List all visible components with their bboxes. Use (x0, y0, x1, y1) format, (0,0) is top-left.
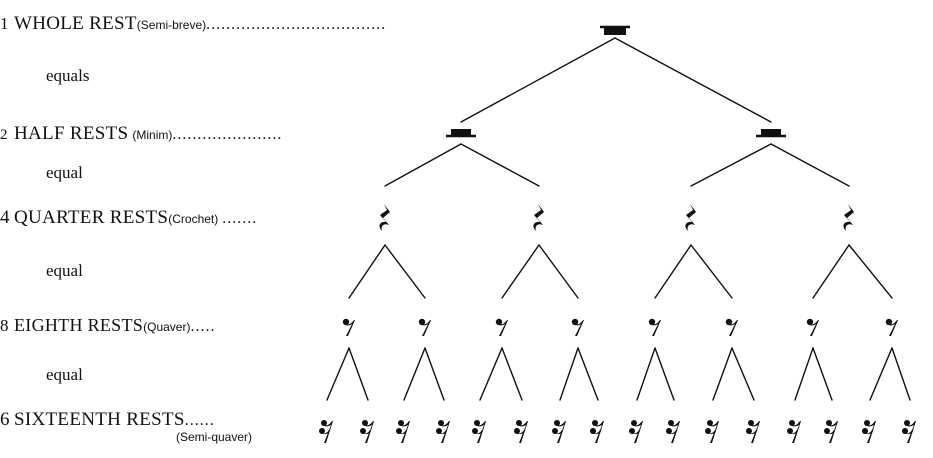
sixteenth-rest-symbol (472, 420, 486, 443)
row-count: 8 (0, 316, 9, 335)
eighth-rest-symbol (495, 318, 508, 336)
sixteenth-rest-symbol (514, 420, 528, 443)
division-line (690, 244, 733, 299)
whole-rest-symbol (598, 25, 632, 37)
quarter-rest-symbol (533, 204, 544, 231)
sixteenth-rest-symbol (902, 420, 916, 443)
row-leader-dots: ...................... (172, 126, 283, 143)
connector-equal: equal (46, 163, 83, 182)
row-eighth-rests: 8 EIGHTH RESTS(Quaver)..... (0, 316, 215, 335)
row-count: 1 (0, 14, 9, 33)
sixteenth-rest-symbol (824, 420, 838, 443)
sixteenth-rest-symbol (862, 420, 876, 443)
division-line (770, 143, 850, 187)
eighth-rest-symbol (418, 318, 431, 336)
division-line (501, 347, 523, 401)
division-line (326, 347, 350, 401)
row-whole-rest: 1 WHOLE REST(Semi-breve)................… (0, 14, 386, 33)
division-line (538, 244, 579, 299)
sixteenth-rest-symbol (319, 420, 333, 443)
division-line (812, 347, 833, 401)
division-line (460, 37, 616, 123)
division-line (348, 244, 386, 299)
eighth-rest-symbol (885, 318, 898, 336)
sixteenth-rest-symbol (787, 420, 801, 443)
row-count: 6 (0, 409, 10, 430)
sixteenth-rest-symbol (666, 420, 680, 443)
row-quarter-rests: 4 QUARTER RESTS(Crochet) ....... (0, 208, 257, 227)
division-line (654, 244, 692, 299)
division-line (731, 347, 755, 401)
row-name: EIGHTH RESTS (14, 315, 144, 335)
row-leader-dots: ....... (222, 210, 258, 227)
division-line (891, 347, 911, 401)
division-line (384, 244, 426, 299)
row-subtitle: (Semi-quaver) (176, 430, 253, 444)
division-line (577, 347, 599, 401)
division-line (636, 347, 656, 401)
division-line (403, 347, 426, 401)
division-line (559, 347, 579, 401)
row-name: HALF RESTS (14, 123, 129, 144)
division-line (424, 347, 445, 401)
row-subtitle: (Semi-breve) (136, 18, 207, 32)
row-leader-dots: .................................... (206, 16, 387, 33)
row-name: SIXTEENTH RESTS (14, 409, 185, 430)
sixteenth-rest-symbol (436, 420, 450, 443)
row-half-rests: 2 HALF RESTS (Minim)....................… (0, 124, 282, 143)
sixteenth-rest-symbol (746, 420, 760, 443)
division-line (501, 244, 540, 299)
row-leader-dots: ...... (184, 412, 215, 429)
connector-equals: equals (46, 66, 90, 85)
row-name: WHOLE REST (14, 13, 137, 34)
row-name: QUARTER RESTS (14, 207, 169, 228)
eighth-rest-symbol (806, 318, 819, 336)
division-line (794, 347, 814, 401)
division-line (348, 347, 369, 401)
sixteenth-rest-symbol (396, 420, 410, 443)
sixteenth-rest-symbol (705, 420, 719, 443)
connector-equal: equal (46, 365, 83, 384)
division-line (460, 143, 540, 187)
division-line (384, 143, 462, 187)
division-line (614, 37, 772, 123)
eighth-rest-symbol (571, 318, 584, 336)
division-line (654, 347, 675, 401)
row-sixteenth-rests: 6 SIXTEENTH RESTS...... (0, 410, 215, 429)
row-subtitle: (Minim) (132, 128, 173, 142)
division-line (848, 244, 893, 299)
division-line (712, 347, 733, 401)
row-leader-dots: ..... (190, 318, 216, 335)
sixteenth-rest-symbol (629, 420, 643, 443)
eighth-rest-symbol (725, 318, 738, 336)
division-line (869, 347, 893, 401)
sixteenth-rest-symbol (360, 420, 374, 443)
sixteenth-rest-symbol (552, 420, 566, 443)
quarter-rest-symbol (843, 204, 854, 231)
row-subtitle: (Crochet) (168, 212, 219, 226)
sixteenth-rest-symbol (590, 420, 604, 443)
row-subtitle: (Quaver) (143, 320, 191, 334)
quarter-rest-symbol (685, 204, 696, 231)
eighth-rest-symbol (648, 318, 661, 336)
half-rest-symbol (444, 127, 478, 138)
row-count: 2 (0, 127, 8, 143)
connector-equal: equal (46, 261, 83, 280)
quarter-rest-symbol (379, 204, 390, 231)
eighth-rest-symbol (342, 318, 355, 336)
row-count: 4 (0, 207, 10, 228)
division-line (479, 347, 503, 401)
division-line (690, 143, 772, 187)
division-line (812, 244, 850, 299)
half-rest-symbol (754, 127, 788, 138)
